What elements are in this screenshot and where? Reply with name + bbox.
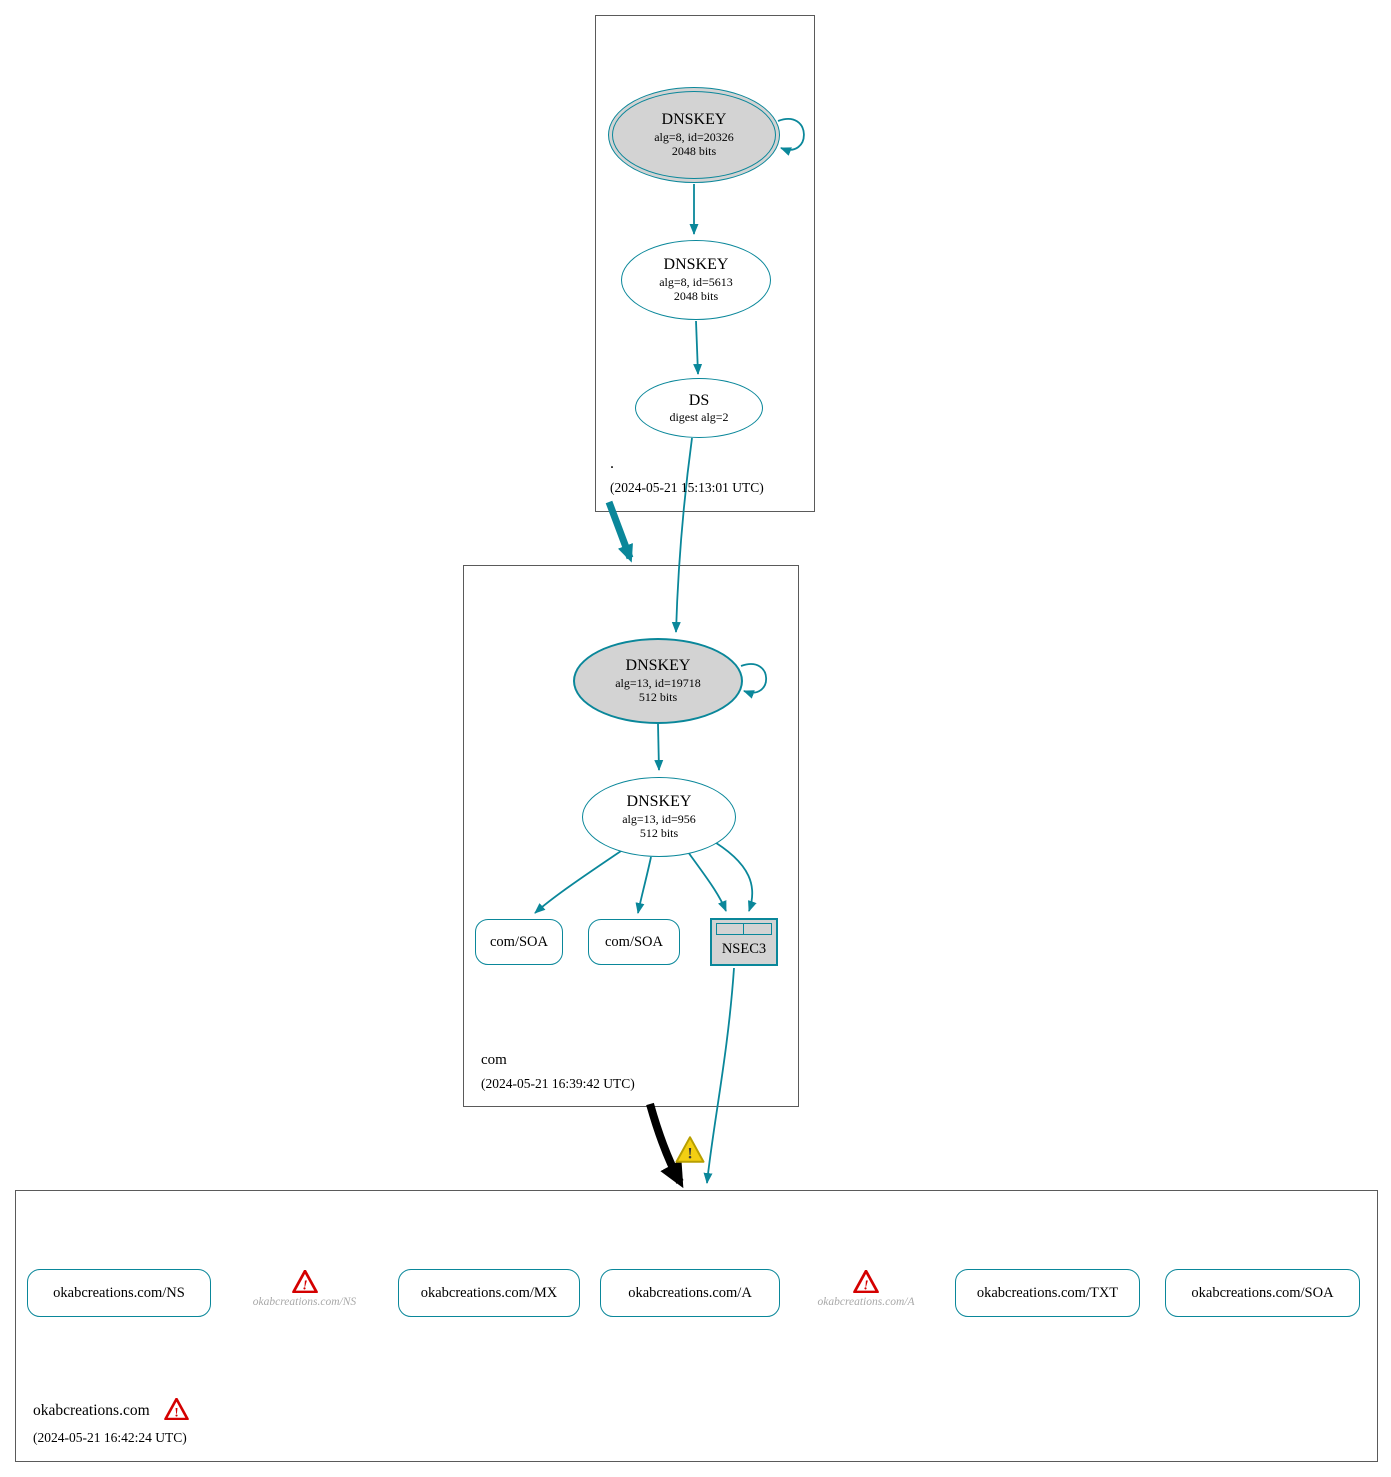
- node-title: DS: [688, 391, 710, 409]
- node-bits: 512 bits: [638, 690, 678, 705]
- error-icon[interactable]: !: [163, 1397, 189, 1425]
- ghost-rrset-label: okabcreations.com/A: [817, 1296, 915, 1308]
- node-alg-id: alg=13, id=19718: [615, 675, 701, 690]
- rrset-node-com-soa-2[interactable]: com/SOA: [588, 919, 680, 965]
- zone-timestamp-root: (2024-05-21 15:13:01 UTC): [610, 480, 764, 495]
- rrset-node-okabcreations-ns[interactable]: okabcreations.com/NS: [27, 1269, 211, 1317]
- node-bits: 2048 bits: [671, 144, 717, 159]
- zone-name-root: .: [610, 455, 614, 472]
- nsec3-record-cells: [716, 923, 773, 935]
- zone-box-com: [463, 565, 799, 1107]
- error-icon[interactable]: !: [853, 1269, 879, 1296]
- node-title: DNSKEY: [625, 657, 691, 675]
- rrset-node-okabcreations-soa[interactable]: okabcreations.com/SOA: [1165, 1269, 1360, 1317]
- rrset-node-okabcreations-a[interactable]: okabcreations.com/A: [600, 1269, 780, 1317]
- node-bits: 2048 bits: [673, 289, 719, 304]
- node-title: DNSKEY: [626, 793, 692, 811]
- rrset-node-okabcreations-txt[interactable]: okabcreations.com/TXT: [955, 1269, 1140, 1317]
- zone-box-root: [595, 15, 815, 512]
- error-icon[interactable]: !: [291, 1269, 318, 1296]
- dnskey-node-root-ksk[interactable]: DNSKEY alg=8, id=20326 2048 bits: [608, 87, 780, 183]
- zone-name-com: com: [481, 1052, 507, 1068]
- dnskey-node-root-zsk[interactable]: DNSKEY alg=8, id=5613 2048 bits: [621, 240, 771, 320]
- zone-box-okabcreations: [15, 1190, 1378, 1462]
- node-title: DNSKEY: [661, 111, 727, 129]
- ghost-rrset-okabcreations-ns: ! okabcreations.com/NS: [237, 1269, 372, 1308]
- rrset-node-okabcreations-mx[interactable]: okabcreations.com/MX: [398, 1269, 580, 1317]
- zone-timestamp-okabcreations: (2024-05-21 16:42:24 UTC): [33, 1430, 187, 1445]
- svg-text:!: !: [863, 1277, 868, 1292]
- zone-timestamp-com: (2024-05-21 16:39:42 UTC): [481, 1076, 635, 1091]
- node-alg-id: alg=13, id=956: [622, 811, 696, 826]
- nsec3-label: NSEC3: [721, 941, 767, 957]
- svg-text:!: !: [174, 1404, 178, 1419]
- rrset-node-com-soa-1[interactable]: com/SOA: [475, 919, 563, 965]
- zone-name-okabcreations: okabcreations.com: [33, 1402, 150, 1419]
- svg-text:!: !: [687, 1146, 692, 1163]
- ghost-rrset-label: okabcreations.com/NS: [252, 1296, 357, 1308]
- ghost-rrset-okabcreations-a: ! okabcreations.com/A: [800, 1269, 932, 1308]
- trust-anchor-ring: [612, 91, 776, 179]
- node-title: DNSKEY: [663, 256, 729, 274]
- ds-node-com[interactable]: DS digest alg=2: [635, 378, 763, 438]
- dnskey-node-com-ksk[interactable]: DNSKEY alg=13, id=19718 512 bits: [573, 638, 743, 724]
- nsec3-cell: [716, 923, 745, 935]
- node-alg-id: alg=8, id=20326: [654, 129, 734, 144]
- node-digest: digest alg=2: [669, 410, 729, 424]
- nsec3-cell: [743, 923, 773, 935]
- nsec3-node[interactable]: NSEC3: [710, 918, 778, 966]
- zone-label-row-okabcreations: okabcreations.com !: [33, 1397, 189, 1425]
- warning-icon[interactable]: !: [675, 1136, 705, 1163]
- dnskey-node-com-zsk[interactable]: DNSKEY alg=13, id=956 512 bits: [582, 777, 736, 857]
- node-alg-id: alg=8, id=5613: [659, 274, 733, 289]
- node-bits: 512 bits: [639, 826, 679, 841]
- svg-text:!: !: [302, 1277, 307, 1292]
